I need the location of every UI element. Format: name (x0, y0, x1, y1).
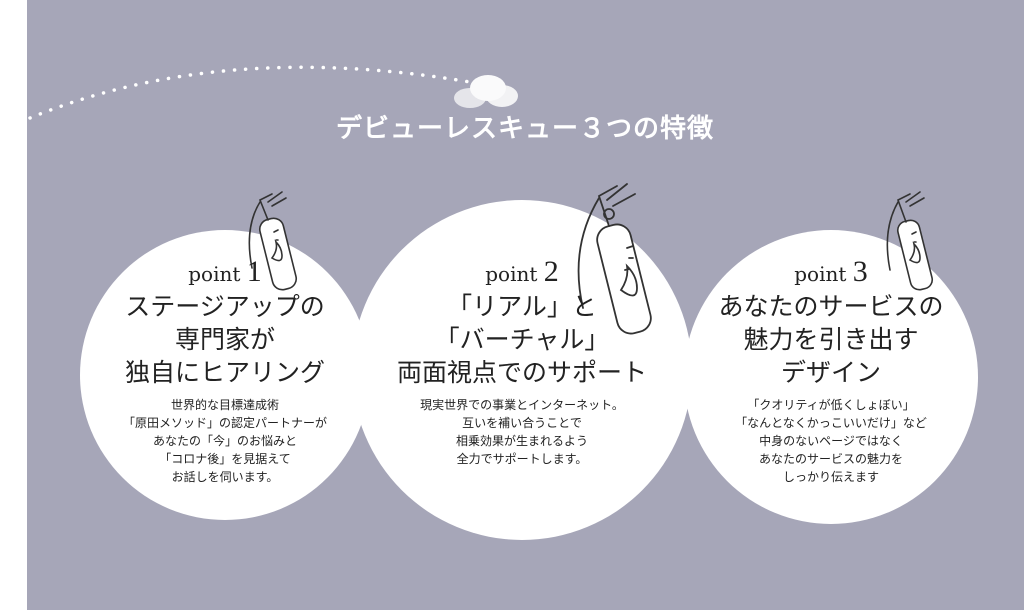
section-title: デビューレスキュー３つの特徴 (335, 114, 714, 144)
point-label: point 3 (700, 255, 962, 289)
feature-description: 現実世界での事業とインターネット。 互いを補い合うことで 相乗効果が生まれるよう… (420, 398, 624, 466)
point-word: point (485, 262, 538, 286)
fire-extinguisher-icon (248, 191, 298, 291)
feature-1: point 1 ステージアップの 専門家が 独自にヒアリング 世界的な目標達成術… (95, 255, 355, 486)
point-number: 2 (543, 255, 559, 288)
point-word: point (794, 262, 847, 286)
point-label: point 2 (372, 255, 672, 289)
feature-3: point 3 あなたのサービスの 魅力を引き出す デザイン 「クオリティが低く… (700, 255, 962, 486)
point-number: 3 (852, 255, 868, 288)
feature-headline: 「リアル」と 「バーチャル」 両面視点でのサポート (396, 294, 647, 387)
fire-extinguisher-icon (886, 191, 934, 291)
point-word: point (188, 262, 241, 286)
feature-headline: あなたのサービスの 魅力を引き出す デザイン (718, 294, 944, 387)
fire-extinguisher-icon (577, 183, 652, 335)
feature-circle-1 (80, 230, 370, 520)
feature-description: 世界的な目標達成術 「原田メソッド」の認定パートナーが あなたの「今」のお悩みと… (122, 398, 327, 484)
point-label: point 1 (95, 255, 355, 289)
feature-description: 「クオリティが低くしょぼい」 「なんとなくかっこいいだけ」など 中身のないページ… (735, 398, 927, 484)
feature-2: point 2 「リアル」と 「バーチャル」 両面視点でのサポート 現実世界での… (372, 255, 672, 468)
feature-headline: ステージアップの 専門家が 独自にヒアリング (124, 294, 325, 387)
point-number: 1 (246, 255, 262, 288)
